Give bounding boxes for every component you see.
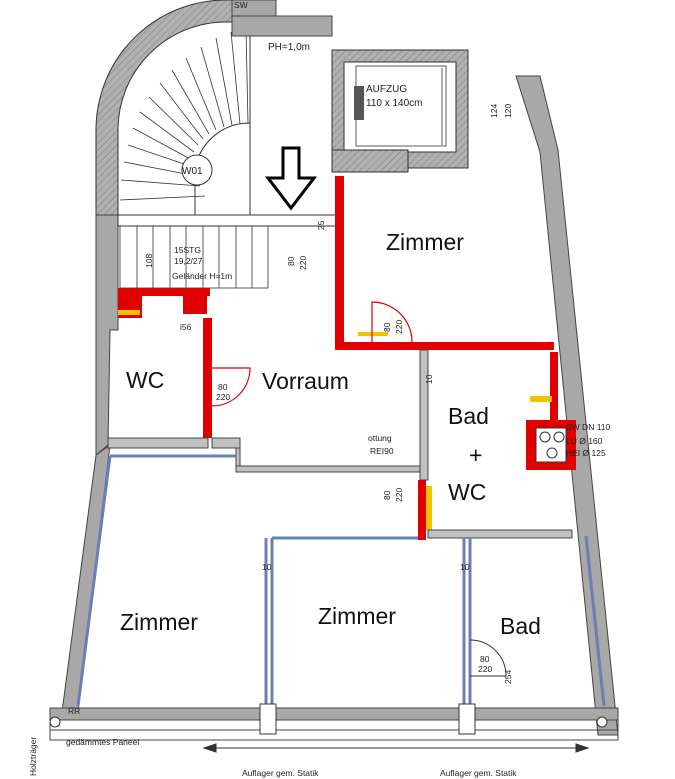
heating-label: HEI Ø 125 [566, 448, 606, 458]
door-swings-dark [469, 639, 507, 677]
parapet-height-label: PH=1,0m [268, 42, 310, 53]
arrow-down-icon [264, 146, 318, 211]
partition-walls [76, 454, 606, 707]
elevator-shaft: AUFZUG 110 x 140cm [331, 49, 469, 169]
dim-10-c: 10 [424, 374, 434, 384]
dim-124: 124 [489, 104, 499, 118]
elevator-base-wall [331, 149, 409, 173]
dim-i56: i56 [180, 322, 192, 332]
door-mid-height: 220 [394, 488, 404, 502]
door-zimmer-width: 80 [382, 322, 392, 332]
rr-label: RR [68, 706, 80, 716]
room-wc: WC [126, 367, 164, 393]
kottung-label: ottung [368, 433, 392, 443]
door-bad-height: 220 [478, 664, 492, 674]
room-bad: Bad [500, 613, 541, 639]
door-top-width: 80 [286, 256, 296, 266]
room-vorraum: Vorraum [262, 368, 349, 394]
room-bad-wc-line3: WC [448, 479, 486, 505]
door-labels: 80 220 25 80 220 80 220 80 220 80 220 25… [216, 220, 513, 684]
dim-10-a: 10 [262, 562, 272, 572]
stair-count-label: 15STG [174, 245, 201, 255]
column-posts [49, 703, 608, 735]
railing-label: Geländer H=1m [172, 271, 232, 281]
fire-rating-label: REI90 [370, 446, 394, 456]
support-label-a: Auflager gem. Statik [242, 768, 319, 778]
panel-label: gedämmtes Paneel [66, 737, 139, 747]
insulation [118, 310, 552, 530]
dim-10-b: 10 [460, 562, 470, 572]
ventilation-label: LÜ Ø 160 [566, 436, 603, 446]
dim-254: 254 [503, 670, 513, 684]
support-label-b: Auflager gem. Statik [440, 768, 517, 778]
door-zimmer-height: 220 [394, 320, 404, 334]
room-zimmer-middle: Zimmer [318, 603, 396, 629]
straight-stair [119, 225, 269, 289]
landing-rail [117, 214, 339, 227]
window-w01-label: W01 [182, 166, 203, 177]
door-wc-height: 220 [216, 392, 230, 402]
stair-dimension-label: 19,2/27 [174, 256, 203, 266]
door-wc-width: 80 [218, 382, 228, 392]
door-top-height: 220 [298, 256, 308, 270]
sewage-pipe-label: SW DN 110 [566, 422, 611, 432]
timber-beam-label: Holzträger [28, 737, 38, 776]
elevator-label: AUFZUG [366, 84, 407, 95]
elevator-size-label: 110 x 140cm [366, 98, 423, 109]
shaft-block [535, 427, 567, 463]
sw-label: SW [234, 0, 248, 10]
door-mid-width: 80 [382, 490, 392, 500]
dim-25: 25 [316, 220, 326, 230]
room-zimmer-top: Zimmer [386, 229, 464, 255]
span-arrow [202, 743, 590, 753]
door-swings [211, 301, 413, 407]
room-bad-wc-line2: + [469, 442, 482, 468]
internal-walls [107, 349, 573, 539]
door-bad-width: 80 [480, 654, 490, 664]
room-zimmer-left: Zimmer [120, 609, 198, 635]
dim-120: 120 [503, 104, 513, 118]
room-bad-wc-line1: Bad [448, 403, 489, 429]
dim-108: 108 [144, 254, 154, 268]
spiral-staircase: W01 [95, 0, 251, 216]
